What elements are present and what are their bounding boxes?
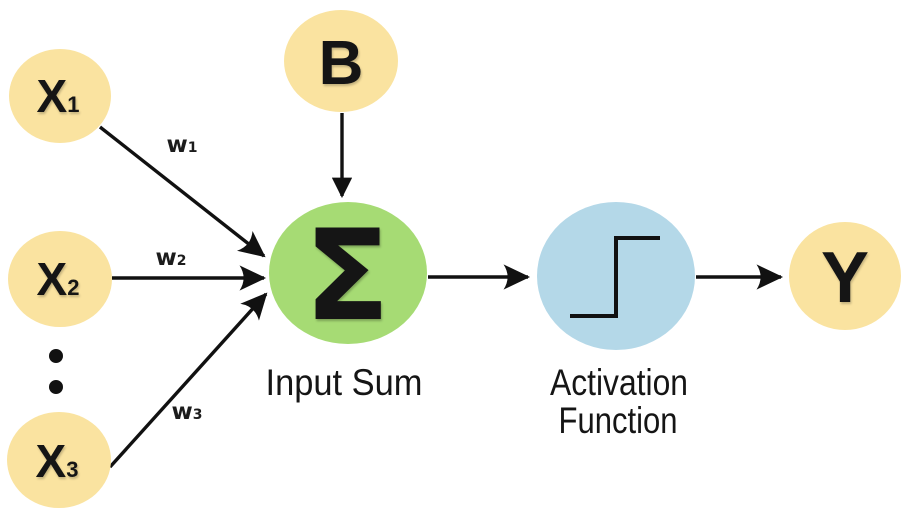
input-node-x1 [9, 49, 111, 143]
edge-x3-to-sum [108, 292, 268, 469]
input-node-x3 [7, 412, 111, 508]
ellipsis-dot [49, 349, 63, 363]
sum-node-sigma: Σ [304, 202, 390, 349]
sum-node-caption: Input Sum [266, 362, 423, 403]
edge-x1-to-sum [98, 125, 266, 258]
output-node-label: Y [821, 238, 869, 318]
output-node [789, 222, 901, 330]
ellipsis-dot [49, 380, 63, 394]
weight-label-w1: w1 [167, 132, 198, 158]
input-node-x2 [8, 231, 112, 327]
bias-node-label: B [319, 29, 364, 98]
activation-caption-line1: Activation [550, 362, 688, 403]
sum-node [269, 202, 427, 344]
step-function-icon [570, 236, 660, 318]
input-node-x2-label: X2 [37, 253, 80, 305]
input-node-x3-label: X3 [36, 435, 79, 487]
activation-caption-line2: Function [559, 400, 678, 441]
input-node-x1-label: X1 [37, 70, 80, 122]
vertical-ellipsis-icon [49, 349, 63, 394]
weight-label-w3: w3 [172, 399, 203, 425]
bias-node [284, 10, 398, 112]
weight-label-w2: w2 [156, 245, 187, 271]
